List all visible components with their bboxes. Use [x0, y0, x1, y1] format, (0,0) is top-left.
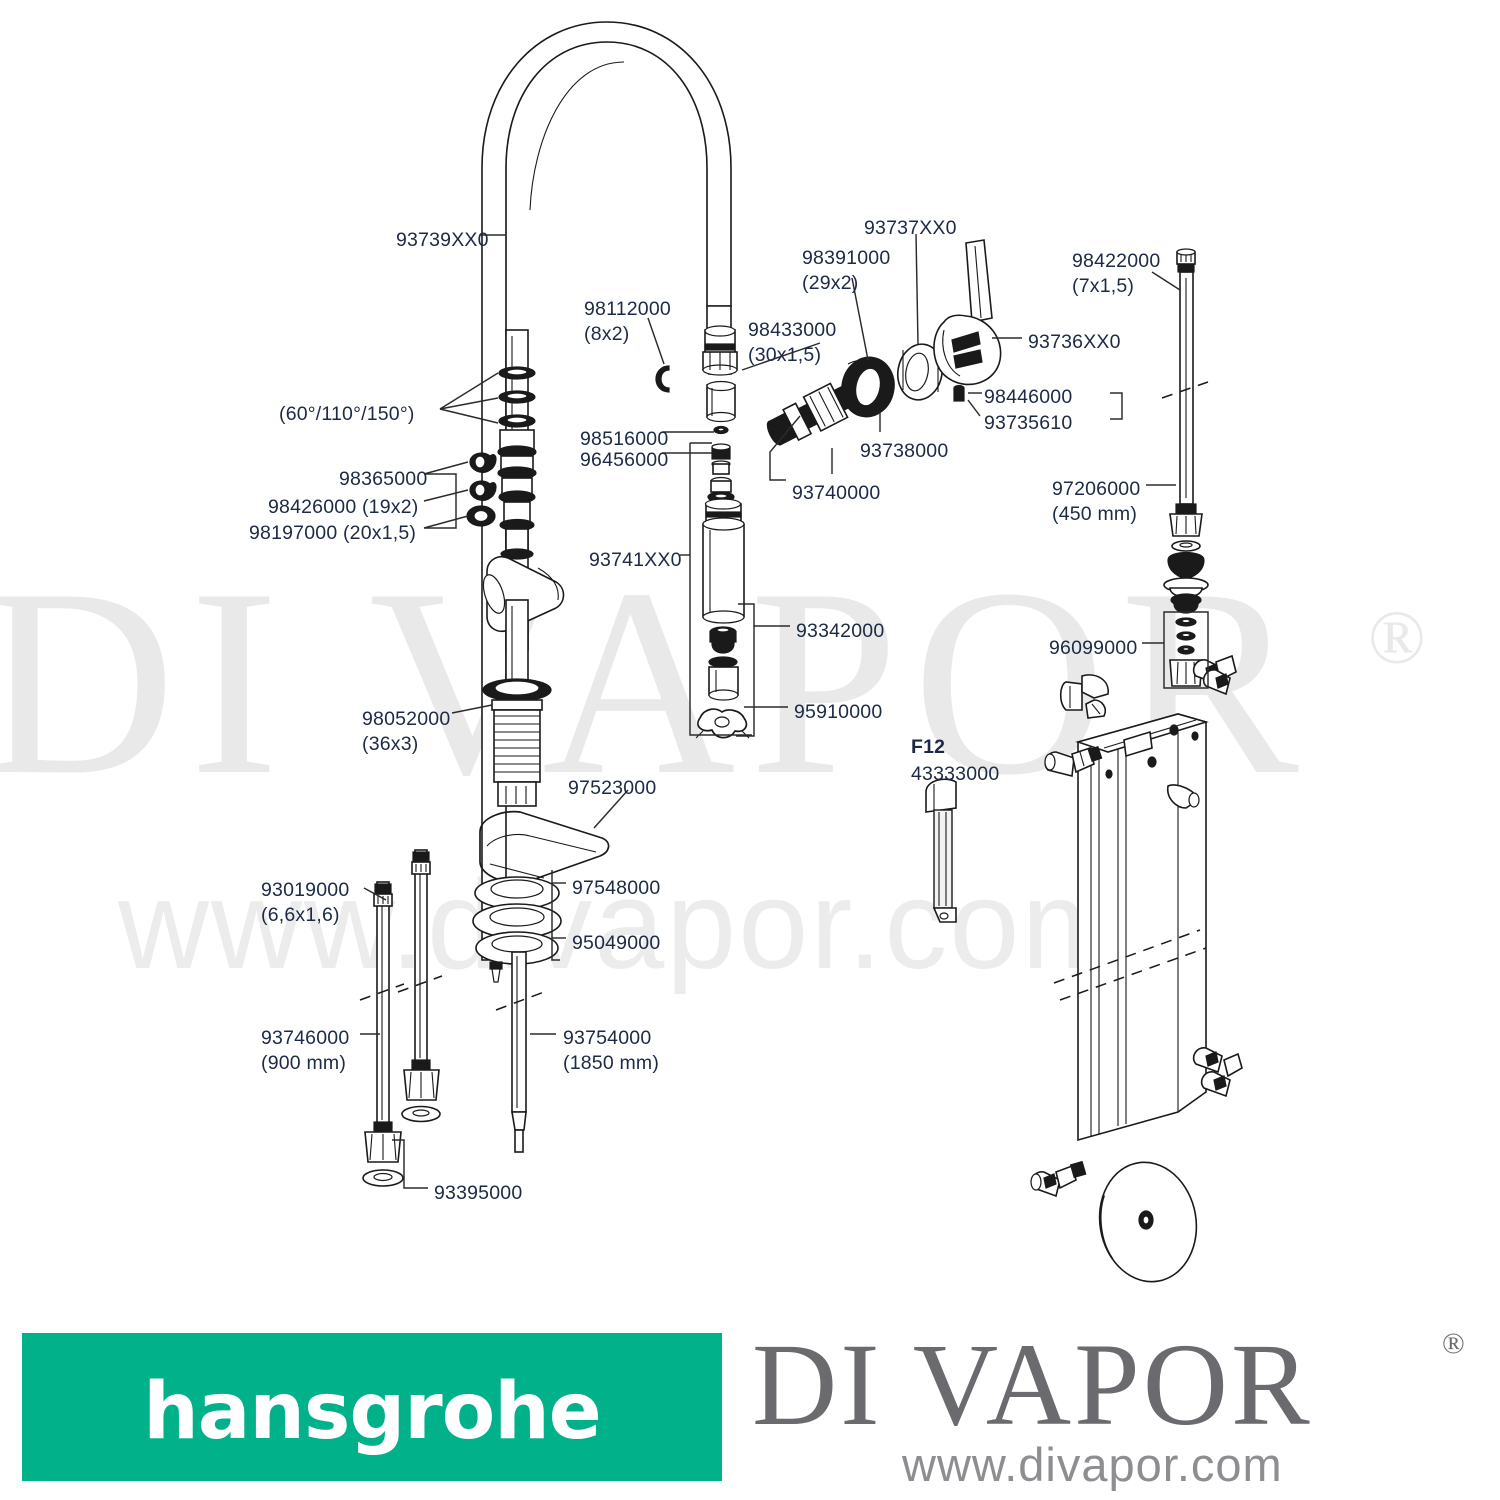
- part-code: 93740000: [792, 482, 881, 504]
- part-label-93395000: 93395000: [434, 1181, 522, 1206]
- part-label-96456000: 96456000: [580, 448, 668, 473]
- part-code: 93735610: [984, 412, 1073, 434]
- part-code: (60°/110°/150°): [279, 403, 415, 425]
- part-spec: (1850 mm): [563, 1052, 660, 1074]
- part-code: 95049000: [572, 932, 661, 954]
- divapor-url: www.divapor.com: [902, 1438, 1283, 1491]
- part-code: 96456000: [580, 449, 669, 471]
- part-code: 93395000: [434, 1182, 523, 1204]
- part-code: 98197000 (20x1,5): [249, 522, 417, 544]
- part-label-f12: F12: [911, 735, 945, 760]
- part-label-97523000: 97523000: [568, 776, 656, 801]
- footer: hansgrohe DI VAPOR ® www.divapor.com: [0, 1315, 1500, 1500]
- part-label-93746000: 93746000 (900 mm): [261, 1026, 349, 1076]
- divapor-wordmark: DI VAPOR: [752, 1319, 1313, 1450]
- part-hose-97206000: [1161, 248, 1209, 687]
- part-label-93737xx0: 93737XX0: [864, 216, 957, 241]
- part-code: 98052000: [362, 708, 451, 730]
- part-code: 96099000: [1049, 637, 1138, 659]
- part-code: 98112000: [584, 298, 671, 320]
- part-spray-93741XX0: [695, 425, 750, 739]
- part-label-98516000: 98516000: [580, 427, 668, 452]
- part-label-93740000: 93740000: [792, 481, 880, 506]
- part-spec: (7x1,5): [1072, 275, 1135, 297]
- part-washer-nut: [472, 876, 562, 983]
- part-label-60110150: (60°/110°/150°): [279, 402, 415, 427]
- part-code: 97206000: [1052, 478, 1141, 500]
- part-nozzle-assembly: [655, 325, 738, 423]
- part-label-98365000: 98365000: [339, 467, 427, 492]
- part-spec: (30x1,5): [748, 344, 822, 366]
- part-ring-93737XX0: [896, 343, 944, 401]
- part-cartridge-93740000: [766, 382, 865, 446]
- part-capnut-93738000: [841, 356, 895, 418]
- part-mounting-plate-97523000: [479, 810, 610, 884]
- part-label-93736xx0: 93736XX0: [1028, 330, 1121, 355]
- part-code: 93746000: [261, 1027, 350, 1049]
- part-hose-93754000: [495, 951, 545, 1153]
- part-code: 95910000: [794, 701, 883, 723]
- part-code: 93741XX0: [589, 549, 682, 571]
- part-code: 93754000: [563, 1027, 652, 1049]
- part-code: 98426000 (19x2): [268, 496, 419, 518]
- part-code: 93342000: [796, 620, 885, 642]
- part-code: 98365000: [339, 468, 428, 490]
- part-code: 98433000: [748, 319, 837, 341]
- part-grubscrew-98446000: [953, 384, 965, 402]
- part-spec: (6,6x1,6): [261, 904, 340, 926]
- part-escutcheon: [1030, 1160, 1198, 1283]
- part-label-9842600019x2: 98426000 (19x2): [268, 495, 418, 520]
- part-label-95049000: 95049000: [572, 931, 660, 956]
- hansgrohe-wordmark: hansgrohe: [143, 1367, 601, 1457]
- part-panel-assembly: [1044, 654, 1243, 1142]
- part-code: 93738000: [860, 440, 949, 462]
- part-spec: (36x3): [362, 733, 419, 755]
- part-label-95910000: 95910000: [794, 700, 882, 725]
- part-code: 97523000: [568, 777, 657, 799]
- part-code: 93736XX0: [1028, 331, 1121, 353]
- part-label-9819700020x15: 98197000 (20x1,5): [249, 521, 416, 546]
- part-spec: (450 mm): [1052, 503, 1138, 525]
- part-label-98112000: 98112000 (8x2): [584, 297, 671, 347]
- part-code: 43333000: [911, 763, 1000, 785]
- part-spec: (900 mm): [261, 1052, 347, 1074]
- part-code: 93019000: [261, 879, 350, 901]
- part-label-93738000: 93738000: [860, 439, 948, 464]
- part-label-98422000: 98422000 (7x1,5): [1072, 249, 1160, 299]
- registered-trademark-icon: ®: [1442, 1327, 1465, 1360]
- divapor-logo: DI VAPOR ® www.divapor.com: [752, 1321, 1492, 1496]
- part-label-97206000: 97206000 (450 mm): [1052, 477, 1140, 527]
- part-label-93735610: 93735610: [984, 411, 1072, 436]
- part-spec: (29x2): [802, 272, 859, 294]
- part-swivel-body: [482, 556, 565, 807]
- part-label-93739xx0: 93739XX0: [396, 228, 489, 253]
- part-label-93342000: 93342000: [796, 619, 884, 644]
- part-code: 98422000: [1072, 250, 1161, 272]
- part-label-98446000: 98446000: [984, 385, 1072, 410]
- part-spec: (8x2): [584, 323, 630, 345]
- part-label-97548000: 97548000: [572, 876, 660, 901]
- part-label-98433000: 98433000 (30x1,5): [748, 318, 836, 368]
- part-label-43333000: 43333000: [911, 762, 999, 787]
- part-label-93754000: 93754000 (1850 mm): [563, 1026, 659, 1076]
- part-supply-hoses: [359, 849, 443, 1187]
- part-label-98391000: 98391000 (29x2): [802, 246, 890, 296]
- part-label-93019000: 93019000 (6,6x1,6): [261, 878, 349, 928]
- part-label-96099000: 96099000: [1049, 636, 1137, 661]
- hansgrohe-logo: hansgrohe: [22, 1333, 722, 1481]
- part-code: 93737XX0: [864, 217, 957, 239]
- part-code: F12: [911, 736, 946, 758]
- part-label-93741xx0: 93741XX0: [589, 548, 682, 573]
- part-code: 93739XX0: [396, 229, 489, 251]
- part-filter-43333000: [925, 778, 957, 923]
- part-code: 97548000: [572, 877, 661, 899]
- part-label-98052000: 98052000 (36x3): [362, 707, 450, 757]
- part-code: 98391000: [802, 247, 891, 269]
- part-lever-93736XX0: [933, 239, 1002, 386]
- part-code: 98446000: [984, 386, 1073, 408]
- part-code: 98516000: [580, 428, 669, 450]
- leader-lines: [360, 233, 1209, 1189]
